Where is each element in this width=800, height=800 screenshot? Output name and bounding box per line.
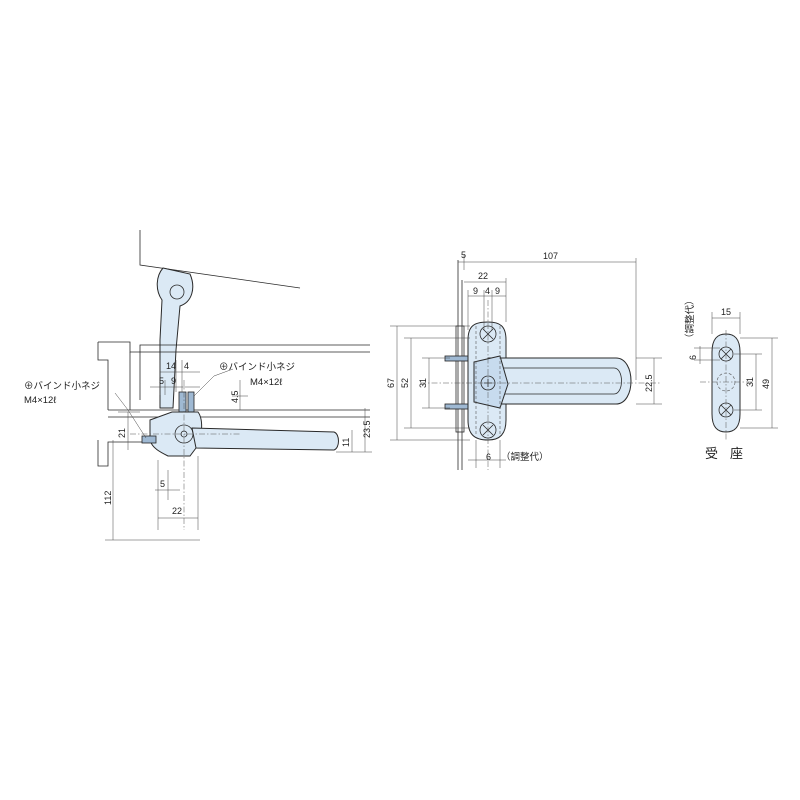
front-dim-31: 31: [418, 378, 428, 388]
screw-upper-icon: [178, 391, 187, 415]
side-screw-right-spec: M4×12ℓ: [250, 377, 283, 388]
door-panel: [139, 230, 301, 289]
side-screw-right-label: ⊕バインド小ネジ: [219, 362, 295, 373]
dim-22-side: 22: [172, 506, 182, 516]
receiver-dim-49: 49: [761, 379, 771, 389]
front-dim-22-5: 22.5: [644, 374, 654, 392]
front-adjust-label: （調整代）: [501, 451, 549, 463]
receiver-adjust-label: （調整代）: [684, 295, 696, 343]
front-dimensions: [390, 255, 662, 468]
frame-left-inner: [129, 352, 141, 410]
dim-4-top: 4: [184, 361, 189, 371]
dim-112: 112: [103, 491, 113, 505]
frame-channel-lower: [108, 409, 370, 418]
dim-9: 9: [171, 376, 176, 386]
latch-body: [149, 411, 203, 457]
lower-arm: [191, 427, 339, 451]
receiver-dim-6: 6: [688, 355, 698, 360]
dim-14: 14: [166, 361, 176, 371]
frame-channel: [98, 341, 370, 353]
receiver-dimensions: [694, 312, 778, 429]
front-screw-top-cross: [482, 328, 494, 340]
screw-upper-icon-2: [187, 391, 195, 415]
receiver-title: 受座: [705, 446, 755, 461]
dim-5-bottom: 5: [160, 479, 165, 489]
front-dim-9b: 9: [495, 286, 500, 296]
dim-11: 11: [341, 438, 351, 447]
screw-left-icon: [141, 435, 157, 444]
receiver-screw-bottom-cross: [720, 404, 732, 416]
frame-left-wall: [97, 342, 150, 467]
mount-plate-back: [455, 325, 465, 433]
side-dimensions: [105, 360, 372, 541]
front-view: 5 107 22 9 4 9 67 52 31 22.5 6 （調整代）: [386, 250, 662, 470]
front-dim-22: 22: [478, 271, 488, 281]
front-dim-67: 67: [386, 378, 396, 388]
arm-loop: [487, 357, 632, 405]
dim-5-top: 5: [159, 376, 164, 386]
side-screw-left-label: ⊕バインド小ネジ: [24, 381, 100, 392]
front-dim-6: 6: [486, 452, 491, 462]
receiver-dim-31: 31: [745, 377, 755, 387]
front-dim-5: 5: [461, 250, 466, 260]
upper-arm: [156, 267, 194, 409]
front-dim-9a: 9: [473, 286, 478, 296]
arm-loop-inner: [500, 367, 622, 395]
receiver-view: 15 6 （調整代） 31 49 受座: [684, 295, 778, 461]
receiver-dim-15: 15: [721, 307, 731, 317]
receiver-plate: [711, 333, 741, 433]
dim-4-5: 4.5: [230, 390, 240, 403]
front-dim-52: 52: [400, 378, 410, 388]
dim-21: 21: [117, 428, 127, 438]
side-view: ⊕バインド小ネジ M4×12ℓ ⊕バインド小ネジ M4×12ℓ 14 4 5 9…: [24, 230, 372, 541]
front-dim-4: 4: [485, 286, 490, 296]
upper-pivot-icon: [169, 284, 185, 300]
front-dim-107: 107: [543, 251, 558, 261]
hub: [473, 355, 509, 409]
side-screw-left-spec: M4×12ℓ: [24, 395, 57, 406]
dim-23-5: 23.5: [362, 420, 372, 438]
